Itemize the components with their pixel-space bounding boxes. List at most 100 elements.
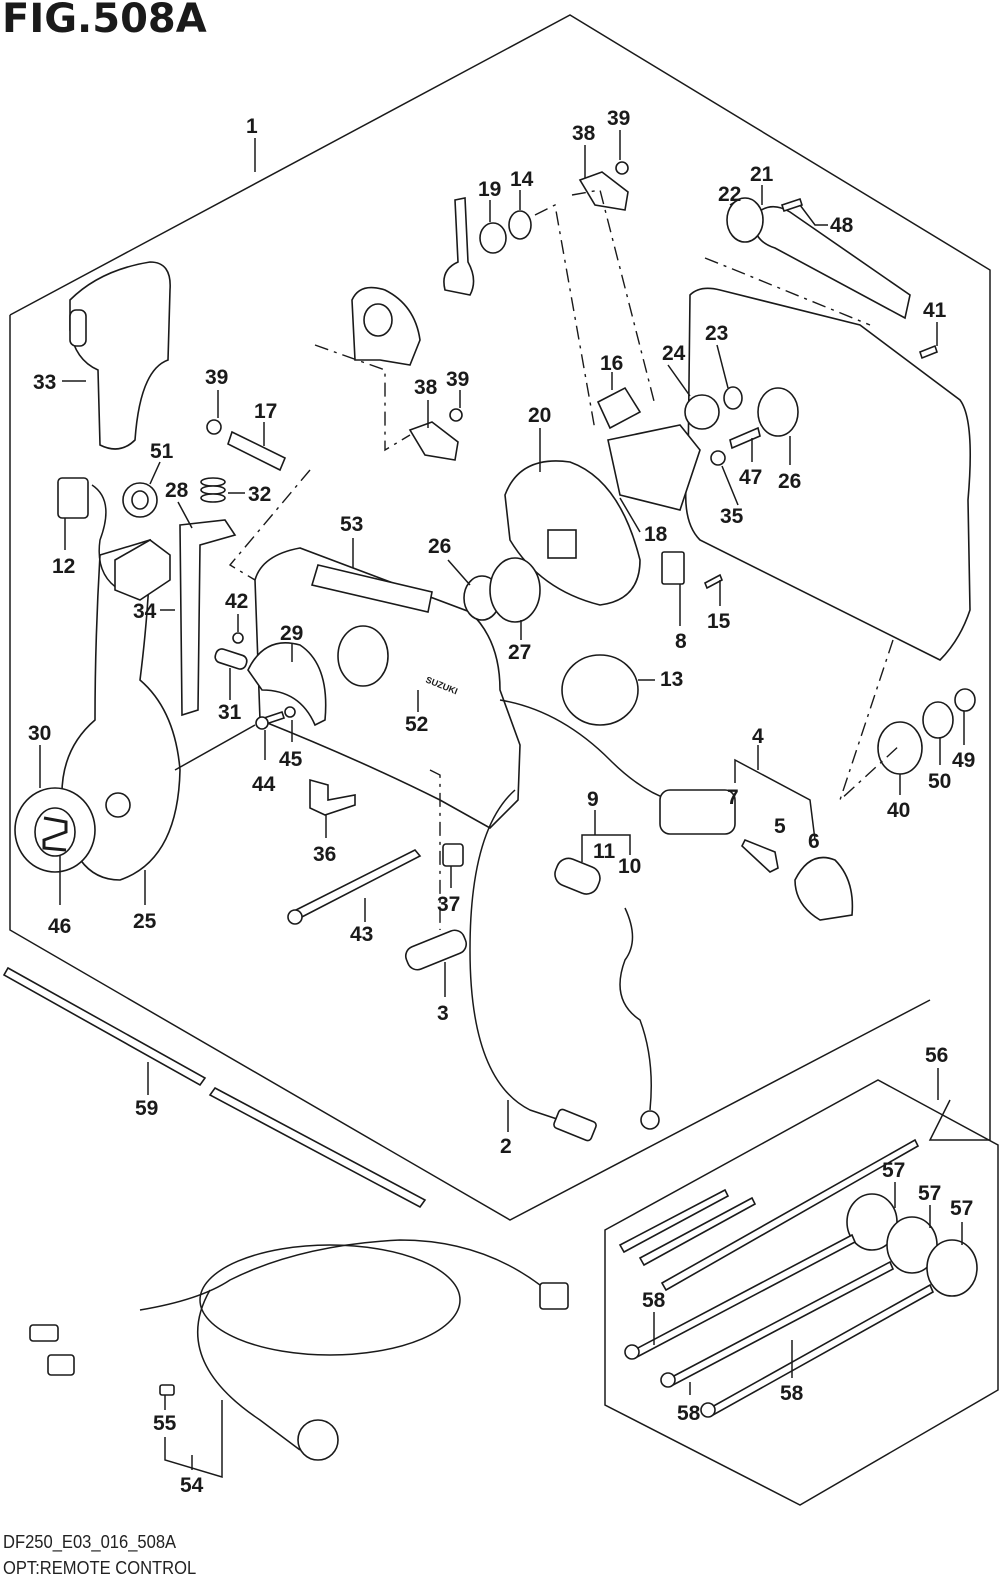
callout-53: 53: [340, 513, 363, 536]
part-52-bore: [337, 625, 389, 687]
figure-caption: OPT:REMOTE CONTROL: [3, 1558, 197, 1578]
callout-57a: 57: [882, 1159, 905, 1182]
callout-34: 34: [133, 600, 157, 623]
assembly-line-d: [228, 469, 311, 581]
part-34-bracket: [114, 539, 171, 601]
assembly-line-g: [838, 639, 901, 803]
callout-10: 10: [618, 855, 641, 878]
rear-cover-plate: [684, 287, 971, 661]
callout-21: 21: [750, 163, 774, 186]
assembly-line-b: [534, 203, 596, 431]
part-36-clip-bracket: [309, 778, 356, 816]
callout-42: 42: [225, 590, 248, 613]
callout-12: 12: [52, 555, 75, 578]
kit-cable-tie-3: [660, 1138, 920, 1292]
callout-20: 20: [528, 404, 551, 427]
callout-28: 28: [165, 479, 189, 502]
callout-38a: 38: [572, 122, 596, 145]
callout-57b: 57: [918, 1182, 941, 1205]
callout-4: 4: [752, 725, 764, 748]
leader-35: [721, 465, 739, 506]
callout-54: 54: [180, 1474, 204, 1497]
callout-24: 24: [662, 342, 686, 365]
leader-24: [667, 364, 691, 397]
callout-30: 30: [28, 722, 51, 745]
part-54-connector-b: [47, 1354, 75, 1376]
callout-31: 31: [218, 701, 242, 724]
part-linkage-arm: [443, 197, 475, 296]
kit-56-outline: [604, 1079, 999, 1506]
assembly-line-h: [174, 724, 256, 771]
part-22-seal: [726, 197, 764, 243]
part-25-hub-hole: [105, 792, 131, 818]
part-27-gasket: [489, 557, 541, 623]
part-3-cover: [404, 929, 468, 971]
part-53-label-strip: [310, 564, 433, 613]
part-58-head-1: [624, 1344, 640, 1360]
leader-4-bracket: [734, 758, 816, 841]
callout-labels: 1 2 3 4 5 6 7 8 9 10 11 12 13 14 15 16 1…: [28, 107, 975, 1497]
part-24-cam: [684, 394, 720, 430]
part-43-head: [287, 909, 303, 925]
callout-38b: 38: [414, 376, 438, 399]
callout-13: 13: [660, 668, 683, 691]
callout-16: 16: [600, 352, 623, 375]
callout-17: 17: [254, 400, 277, 423]
part-16-shaft: [596, 386, 642, 430]
callout-8: 8: [675, 630, 687, 653]
assembly-1-outline: [9, 14, 991, 1141]
callout-25: 25: [133, 910, 157, 933]
kit-cable-tie-2: [638, 1196, 757, 1267]
part-9-stop-switch: [554, 857, 601, 895]
part-51-washer-hole: [131, 490, 149, 510]
callout-55: 55: [153, 1412, 177, 1435]
part-10-clip: [640, 1110, 660, 1130]
callout-18: 18: [644, 523, 668, 546]
part-42-screw: [232, 632, 244, 644]
part-12-switch: [57, 477, 89, 519]
leader-48: [799, 204, 828, 226]
assembly-line-a: [314, 344, 411, 452]
part-33-handle-grip: [69, 261, 171, 450]
part-54-harness-loop: [199, 1244, 461, 1356]
leader-54-bracket: [164, 1400, 223, 1479]
part-43-long-screw: [290, 848, 422, 922]
callout-36: 36: [313, 843, 336, 866]
callout-51: 51: [150, 440, 174, 463]
part-48-screw: [780, 197, 804, 213]
callout-32: 32: [248, 483, 271, 506]
callout-59: 59: [135, 1097, 158, 1120]
part-59-cable-a: [2, 966, 207, 1087]
part-35-washer: [710, 450, 726, 466]
callout-15: 15: [707, 610, 731, 633]
leader-18: [619, 497, 641, 533]
part-2-connector: [553, 1108, 597, 1142]
part-18-link-plate: [607, 424, 701, 511]
callout-46: 46: [48, 915, 71, 938]
callout-27: 27: [508, 641, 531, 664]
part-47-bolt: [729, 426, 761, 450]
callout-48: 48: [830, 214, 854, 237]
callout-11: 11: [593, 840, 616, 863]
part-39-clip-c: [449, 408, 463, 422]
part-50-washer: [922, 701, 954, 739]
callout-58a: 58: [642, 1289, 666, 1312]
leader-26a: [447, 559, 471, 586]
part-55-fuse: [159, 1384, 175, 1396]
part-15-screw: [703, 573, 724, 590]
callout-26a: 26: [428, 535, 451, 558]
part-39-clip-a: [206, 419, 222, 435]
callout-41: 41: [923, 299, 947, 322]
callout-23: 23: [705, 322, 728, 345]
part-52-control-body: [254, 547, 521, 829]
assembly-line-f: [429, 769, 441, 930]
callout-33: 33: [33, 371, 56, 394]
callout-1: 1: [246, 115, 258, 138]
callout-5: 5: [774, 815, 786, 838]
callout-26b: 26: [778, 470, 801, 493]
part-37-clip: [442, 843, 464, 867]
part-bracket-bore: [363, 303, 393, 337]
part-54-harness-branch: [197, 1289, 301, 1451]
callout-45: 45: [279, 748, 303, 771]
callout-58b: 58: [677, 1402, 701, 1425]
